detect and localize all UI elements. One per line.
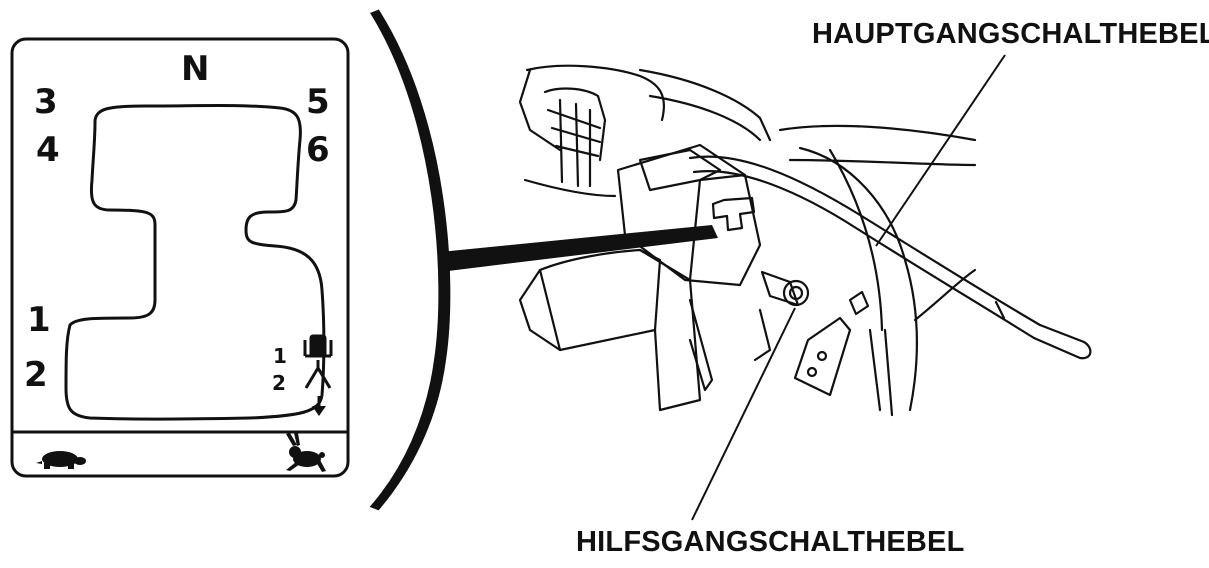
aux-shift-knob-icon (303, 334, 333, 389)
gear-label-2: 2 (24, 355, 48, 395)
turtle-icon (36, 451, 86, 469)
leader-line-aux-lever (691, 307, 796, 521)
shifter-assembly-drawing (518, 64, 1092, 417)
aux-label-2: 2 (272, 371, 286, 395)
gear-label-5: 5 (306, 82, 330, 122)
leader-line-main-lever (875, 54, 1006, 247)
rabbit-icon (286, 433, 326, 472)
shift-pattern-plate: N 3 4 5 6 1 2 1 2 (10, 37, 350, 478)
gear-label-1: 1 (27, 300, 51, 340)
arrow-down-icon (312, 396, 326, 416)
detail-lens-bracket (369, 9, 451, 511)
gear-label-3: 3 (34, 82, 58, 122)
detail-pointer-wedge (440, 225, 718, 272)
gear-label-6: 6 (306, 130, 330, 170)
label-aux-gear-lever: HILFSGANGSCHALTHEBEL (576, 526, 965, 558)
label-main-gear-lever: HAUPTGANGSCHALTHEBEL (812, 18, 1209, 50)
plate-frame (10, 37, 350, 478)
aux-label-1: 1 (273, 344, 287, 368)
gear-label-4: 4 (36, 130, 60, 170)
gear-label-neutral: N (181, 49, 209, 89)
aux-range-symbol: 1 2 (272, 334, 333, 416)
shift-gate-outline (64, 104, 326, 421)
